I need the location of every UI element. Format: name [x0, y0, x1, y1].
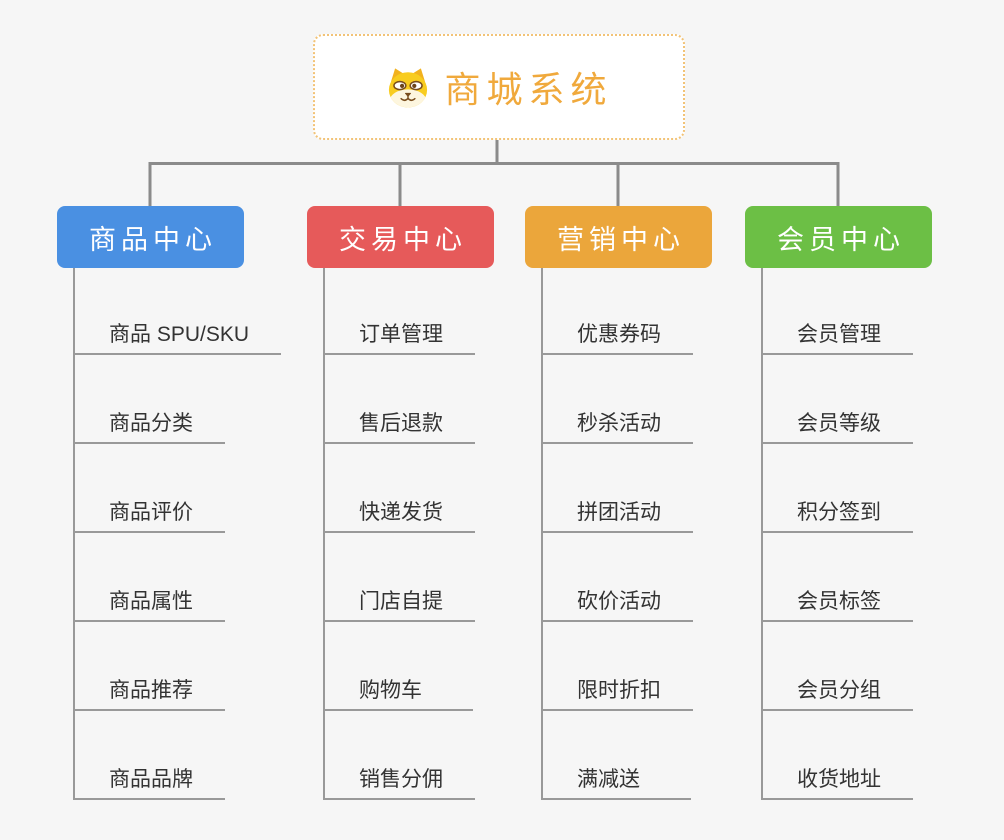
leaf-node[interactable]: 商品评价 — [75, 444, 225, 533]
leaf-node[interactable]: 会员分组 — [763, 622, 913, 711]
branch-marketing-center: 营销中心 优惠券码 秒杀活动 拼团活动 砍价活动 限时折扣 满减送 — [525, 206, 712, 800]
leaf-node[interactable]: 购物车 — [325, 622, 473, 711]
branch-children: 会员管理 会员等级 积分签到 会员标签 会员分组 收货地址 — [761, 268, 913, 800]
leaf-node[interactable]: 积分签到 — [763, 444, 913, 533]
leaf-node[interactable]: 快递发货 — [325, 444, 475, 533]
leaf-node[interactable]: 会员管理 — [763, 268, 913, 355]
leaf-node[interactable]: 收货地址 — [763, 711, 913, 800]
dog-face-icon — [385, 66, 431, 108]
leaf-node[interactable]: 商品属性 — [75, 533, 225, 622]
leaf-node[interactable]: 商品 SPU/SKU — [75, 268, 282, 355]
branch-node-trade-center[interactable]: 交易中心 — [307, 206, 494, 268]
leaf-node[interactable]: 会员等级 — [763, 355, 913, 444]
leaf-node[interactable]: 拼团活动 — [543, 444, 693, 533]
branch-label: 商品中心 — [89, 224, 217, 255]
branch-member-center: 会员中心 会员管理 会员等级 积分签到 会员标签 会员分组 收货地址 — [745, 206, 932, 800]
leaf-node[interactable]: 订单管理 — [325, 268, 475, 355]
leaf-node[interactable]: 商品品牌 — [75, 711, 225, 800]
root-title: 商城系统 — [444, 69, 613, 110]
branch-trade-center: 交易中心 订单管理 售后退款 快递发货 门店自提 购物车 销售分佣 — [307, 206, 494, 800]
leaf-node[interactable]: 商品推荐 — [75, 622, 225, 711]
branch-node-member-center[interactable]: 会员中心 — [745, 206, 932, 268]
leaf-node[interactable]: 限时折扣 — [543, 622, 693, 711]
leaf-node[interactable]: 售后退款 — [325, 355, 475, 444]
leaf-node[interactable]: 销售分佣 — [325, 711, 475, 800]
branch-node-marketing-center[interactable]: 营销中心 — [525, 206, 712, 268]
branch-label: 会员中心 — [777, 224, 905, 255]
branch-node-product-center[interactable]: 商品中心 — [57, 206, 244, 268]
leaf-node[interactable]: 会员标签 — [763, 533, 913, 622]
leaf-node[interactable]: 秒杀活动 — [543, 355, 693, 444]
branch-label: 营销中心 — [557, 224, 685, 255]
branch-product-center: 商品中心 商品 SPU/SKU 商品分类 商品评价 商品属性 商品推荐 商品品牌 — [57, 206, 282, 800]
branch-label: 交易中心 — [339, 224, 467, 255]
leaf-node[interactable]: 满减送 — [543, 711, 691, 800]
branch-children: 商品 SPU/SKU 商品分类 商品评价 商品属性 商品推荐 商品品牌 — [73, 268, 282, 800]
root-node-mall-system[interactable]: 商城系统 — [313, 34, 685, 140]
branch-children: 优惠券码 秒杀活动 拼团活动 砍价活动 限时折扣 满减送 — [541, 268, 693, 800]
branch-children: 订单管理 售后退款 快递发货 门店自提 购物车 销售分佣 — [323, 268, 475, 800]
leaf-node[interactable]: 砍价活动 — [543, 533, 693, 622]
leaf-node[interactable]: 优惠券码 — [543, 268, 693, 355]
leaf-node[interactable]: 商品分类 — [75, 355, 225, 444]
leaf-node[interactable]: 门店自提 — [325, 533, 475, 622]
